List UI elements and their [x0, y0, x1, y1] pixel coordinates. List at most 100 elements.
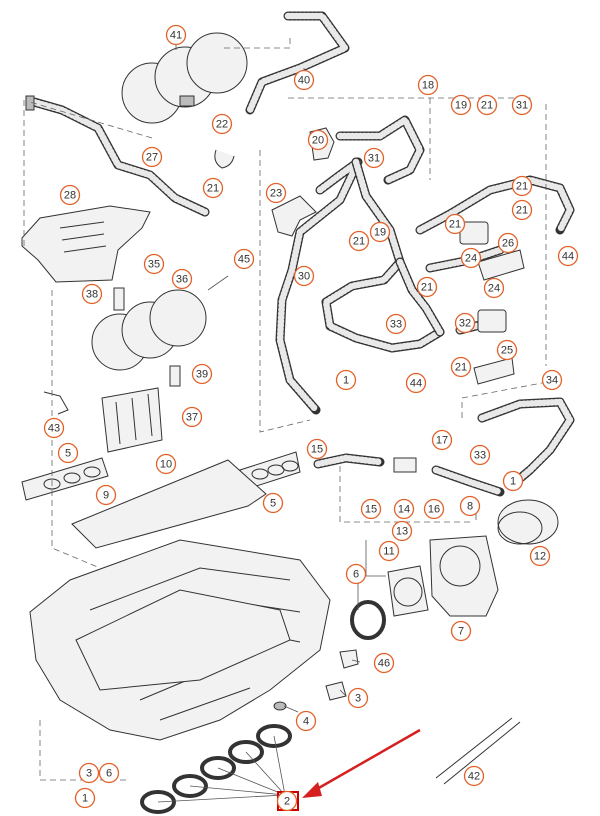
callout-c14: 14 — [393, 498, 415, 520]
gasket-5-left — [21, 457, 109, 501]
callout-c43: 43 — [43, 417, 65, 439]
callout-circle — [43, 417, 65, 439]
callout-c21a: 21 — [476, 94, 498, 116]
callout-label: 14 — [398, 504, 410, 516]
callout-c15b: 15 — [360, 498, 382, 520]
callout-label: 21 — [207, 183, 219, 195]
callout-c45: 45 — [233, 248, 255, 270]
callout-circle — [155, 453, 177, 475]
callout-label: 23 — [270, 188, 282, 200]
callout-c1a: 1 — [335, 369, 357, 391]
callout-circle — [496, 339, 518, 361]
callout-c27: 27 — [141, 146, 163, 168]
gasket-11 — [387, 565, 429, 617]
callout-circle — [459, 495, 481, 517]
callout-label: 41 — [170, 30, 182, 42]
callout-label: 5 — [65, 448, 71, 460]
highlight-indicator — [277, 728, 421, 811]
callout-circle — [511, 94, 533, 116]
callout-c21b: 21 — [202, 177, 224, 199]
callout-circle — [497, 232, 519, 254]
callout-label: 21 — [353, 236, 365, 248]
callout-label: 37 — [186, 412, 198, 424]
callout-c21d: 21 — [511, 199, 533, 221]
callout-label: 21 — [516, 181, 528, 193]
callout-circle — [378, 540, 400, 562]
callout-c7: 7 — [450, 620, 472, 642]
callout-c42: 42 — [463, 765, 485, 787]
callout-label: 19 — [374, 227, 386, 239]
callout-circle — [171, 268, 193, 290]
callout-label: 8 — [467, 501, 473, 513]
callout-label: 21 — [421, 282, 433, 294]
callout-c16: 16 — [423, 498, 445, 520]
callout-c37: 37 — [181, 406, 203, 428]
callout-c44b: 44 — [405, 372, 427, 394]
callout-circle — [373, 652, 395, 674]
wire-43 — [43, 391, 69, 415]
callout-c20: 20 — [307, 129, 329, 151]
callout-circle — [262, 492, 284, 514]
callout-circle — [557, 245, 579, 267]
callout-circle — [469, 444, 491, 466]
callout-label: 15 — [311, 444, 323, 456]
callout-c3a: 3 — [347, 687, 369, 709]
callout-c41: 41 — [165, 24, 187, 46]
callout-c17: 17 — [431, 429, 453, 451]
callout-circle — [385, 313, 407, 335]
callout-label: 31 — [516, 100, 528, 112]
callout-label: 1 — [343, 375, 349, 387]
bracket-25 — [473, 357, 515, 385]
cover-9 — [71, 459, 267, 549]
callout-c1b: 1 — [502, 470, 524, 492]
callout-circle — [363, 147, 385, 169]
hose-12 — [497, 499, 559, 545]
callout-c5a: 5 — [57, 442, 79, 464]
callout-c31b: 31 — [363, 147, 385, 169]
callout-c19a: 19 — [450, 94, 472, 116]
callout-circle — [306, 438, 328, 460]
callout-label: 17 — [436, 435, 448, 447]
callout-c21c: 21 — [511, 175, 533, 197]
callout-circle — [476, 94, 498, 116]
callout-label: 12 — [534, 551, 546, 563]
callout-label: 15 — [365, 504, 377, 516]
callout-circle — [59, 184, 81, 206]
callout-circle — [417, 74, 439, 96]
bolt-38 — [113, 287, 125, 311]
callout-circle — [444, 213, 466, 235]
callout-circle — [502, 470, 524, 492]
callout-label: 24 — [488, 283, 500, 295]
callout-circle — [81, 283, 103, 305]
callout-circle — [345, 563, 367, 585]
diaphragm-41 — [121, 32, 248, 124]
callout-c21f: 21 — [348, 230, 370, 252]
callout-label: 13 — [396, 526, 408, 538]
callout-c32: 32 — [454, 312, 476, 334]
callout-c24a: 24 — [460, 247, 482, 269]
callout-c44a: 44 — [557, 245, 579, 267]
callout-circle — [265, 182, 287, 204]
callout-circle — [181, 406, 203, 428]
callout-label: 7 — [458, 626, 464, 638]
callout-c26: 26 — [497, 232, 519, 254]
bracket-28 — [21, 205, 151, 283]
callout-c10: 10 — [155, 453, 177, 475]
callout-label: 34 — [546, 375, 558, 387]
callout-circle — [143, 253, 165, 275]
callout-c33a: 33 — [385, 313, 407, 335]
callout-c21e: 21 — [444, 213, 466, 235]
callout-label: 21 — [481, 100, 493, 112]
clip-22 — [214, 149, 235, 169]
callout-circle — [293, 69, 315, 91]
callout-label: 1 — [510, 476, 516, 488]
callout-label: 25 — [501, 345, 513, 357]
callout-circle — [463, 765, 485, 787]
callout-circle — [335, 369, 357, 391]
callout-label: 28 — [64, 190, 76, 202]
callout-circle — [483, 277, 505, 299]
callout-circle — [454, 312, 476, 334]
callout-label: 38 — [86, 289, 98, 301]
hose-27 — [25, 95, 210, 217]
